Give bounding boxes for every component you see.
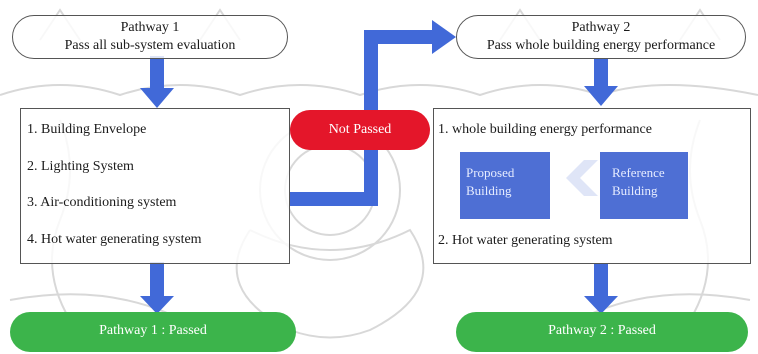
- arrow-p1-to-criteria: [140, 56, 174, 108]
- pathway2-subtitle: Pass whole building energy performance: [486, 38, 716, 53]
- reference-building-line1: Reference: [612, 165, 665, 180]
- pathway1-item-aircon: 3. Air-conditioning system: [27, 195, 177, 210]
- pathway1-subtitle: Pass all sub-system evaluation: [64, 38, 236, 53]
- arrow-not-passed-to-p2: [290, 20, 456, 206]
- proposed-building-line1: Proposed: [466, 165, 515, 180]
- pathway1-criteria-box: 1. Building Envelope 2. Lighting System …: [20, 108, 290, 264]
- pathway1-item-hot-water: 4. Hot water generating system: [27, 232, 202, 247]
- proposed-building-line2: Building: [466, 183, 512, 198]
- pathway2-item-hot-water: 2. Hot water generating system: [438, 233, 613, 248]
- arrow-p2-to-passed: [584, 264, 618, 314]
- pathway2-passed-label: Pathway 2 : Passed: [548, 323, 656, 338]
- arrow-p2-to-criteria: [584, 58, 618, 106]
- pathway1-header: Pathway 1 Pass all sub-system evaluation: [12, 15, 288, 59]
- pathway2-header: Pathway 2 Pass whole building energy per…: [456, 15, 746, 59]
- pathway1-passed-pill: Pathway 1 : Passed: [10, 312, 296, 352]
- pathway1-passed-label: Pathway 1 : Passed: [99, 323, 207, 338]
- proposed-building-box: Proposed Building: [460, 152, 550, 219]
- pathway2-item-whole-building: 1. whole building energy performance: [438, 122, 652, 137]
- not-passed-label: Not Passed: [328, 122, 392, 137]
- pathway1-item-lighting: 2. Lighting System: [27, 159, 134, 174]
- pathway2-passed-pill: Pathway 2 : Passed: [456, 312, 748, 352]
- not-passed-pill: Not Passed: [290, 110, 430, 150]
- arrow-p1-to-passed: [140, 262, 174, 314]
- pathway1-title: Pathway 1: [120, 20, 180, 35]
- pathway1-item-envelope: 1. Building Envelope: [27, 122, 147, 137]
- reference-building-box: Reference Building: [600, 152, 688, 219]
- reference-building-line2: Building: [612, 183, 658, 198]
- pathway2-title: Pathway 2: [571, 20, 631, 35]
